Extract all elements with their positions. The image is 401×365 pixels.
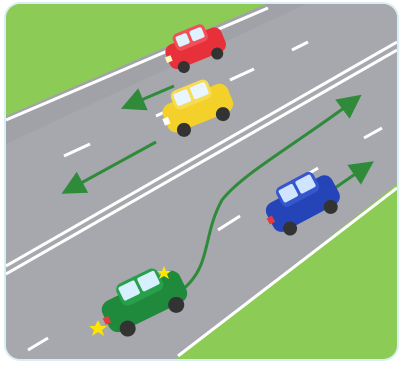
road-illustration (6, 4, 397, 359)
road-scene (6, 4, 397, 359)
